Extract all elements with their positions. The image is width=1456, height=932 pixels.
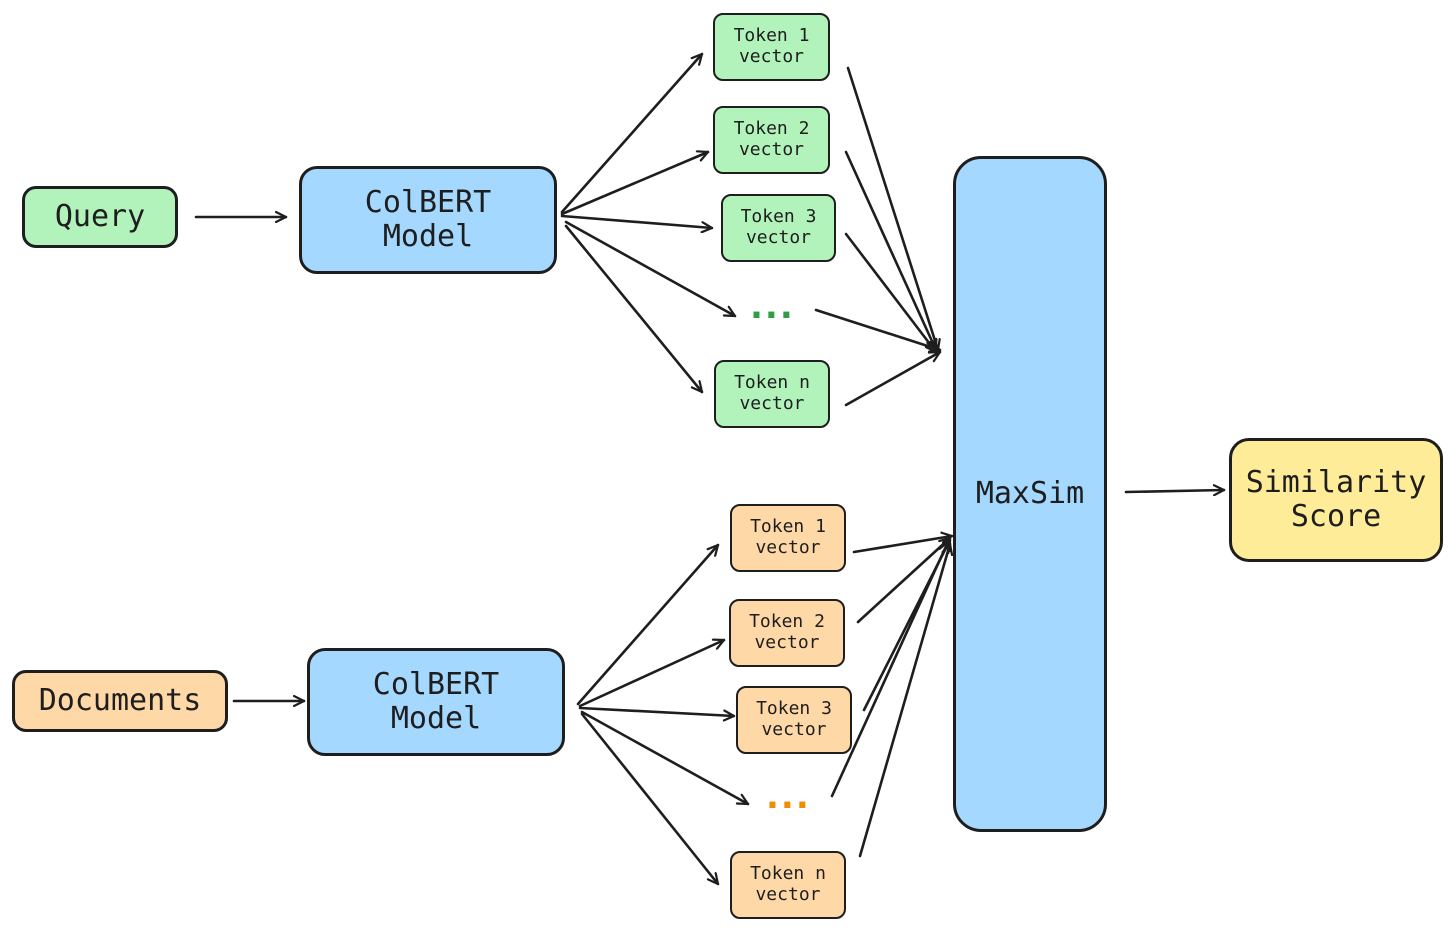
query-token-n: Token n vector [714, 360, 830, 428]
arrow-dmodel-to-token1 [576, 543, 720, 706]
arrow-qmodel-to-token2 [560, 152, 710, 216]
query-node: Query [22, 186, 178, 248]
maxsim-label: MaxSim [975, 475, 1085, 511]
document-token-n: Token n vector [730, 851, 846, 919]
query-token-1-label: Token 1 vector [733, 25, 810, 67]
document-token-2: Token 2 vector [729, 599, 845, 667]
similarity-score-label: Similarity Score [1245, 464, 1427, 534]
arrow-dmodel-to-dots [580, 710, 750, 806]
arrow-dmodel-to-tokenn [580, 712, 720, 886]
document-colbert-model: ColBERT Model [307, 648, 565, 756]
document-token-3: Token 3 vector [736, 686, 852, 754]
arrow-maxsim-to-score [1124, 490, 1226, 492]
arrow-dtokenn-to-maxsim [858, 542, 950, 858]
arrow-dmodel-to-token2 [578, 640, 726, 708]
document-model-label: ColBERT Model [372, 666, 500, 736]
query-colbert-model: ColBERT Model [299, 166, 557, 274]
arrow-dtoken1-to-maxsim [852, 536, 954, 554]
documents-label: Documents [38, 682, 202, 718]
query-token-3: Token 3 vector [721, 194, 836, 262]
similarity-score-node: Similarity Score [1229, 438, 1443, 562]
document-token-1-label: Token 1 vector [750, 516, 826, 558]
arrow-qmodel-to-dots [564, 220, 737, 318]
arrow-dmodel-to-token3 [578, 706, 736, 716]
arrow-ddots-to-maxsim [830, 540, 948, 798]
document-token-3-label: Token 3 vector [756, 698, 832, 740]
arrow-qmodel-to-token3 [560, 214, 714, 228]
arrow-qmodel-to-token1 [560, 52, 704, 214]
query-token-2-label: Token 2 vector [733, 118, 810, 160]
query-token-1: Token 1 vector [713, 13, 830, 81]
documents-node: Documents [12, 670, 228, 732]
query-label: Query [54, 198, 146, 234]
arrow-qtoken3-to-maxsim [844, 232, 938, 354]
document-token-1: Token 1 vector [730, 504, 846, 572]
arrow-dtoken2-to-maxsim [856, 536, 952, 624]
query-ellipsis: ... [750, 287, 795, 327]
query-token-2: Token 2 vector [713, 106, 830, 174]
document-ellipsis: ... [766, 777, 811, 817]
arrow-qtoken2-to-maxsim [844, 150, 936, 352]
arrow-qtoken1-to-maxsim [846, 66, 938, 352]
arrow-qdots-to-maxsim [814, 308, 942, 350]
maxsim-node: MaxSim [953, 156, 1107, 832]
query-token-3-label: Token 3 vector [740, 206, 817, 248]
arrow-qmodel-to-tokenn [564, 224, 704, 394]
query-model-label: ColBERT Model [364, 184, 492, 254]
document-token-2-label: Token 2 vector [749, 611, 825, 653]
arrow-qtokenn-to-maxsim [844, 350, 942, 407]
query-token-n-label: Token n vector [734, 372, 810, 414]
document-token-n-label: Token n vector [750, 863, 826, 905]
